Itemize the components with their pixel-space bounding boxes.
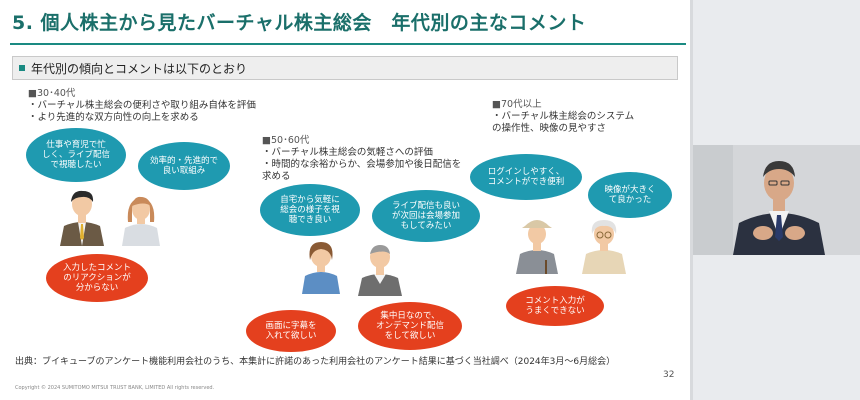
elderly-man-with-cane-icon — [516, 220, 558, 274]
comment-bubble-positive: 仕事や育児で忙 しく、ライブ配信 で視聴したい — [26, 128, 126, 182]
subtitle-text: 年代別の傾向とコメントは以下のとおり — [31, 62, 248, 76]
group-50-60: ■50･60代 ・バーチャル株主総会の気軽さへの評価 ・時間的な余裕からか、会場… — [262, 135, 461, 183]
man-in-suit-icon — [60, 190, 104, 246]
comment-bubble-positive: 自宅から気軽に 総会の様子を視 聴でき良い — [260, 184, 360, 236]
subtitle-bar: 年代別の傾向とコメントは以下のとおり — [12, 56, 678, 80]
speaker-icon — [693, 145, 860, 255]
comment-bubble-negative: コメント入力が うまくできない — [506, 286, 604, 326]
group-heading: ■30･40代 — [28, 88, 76, 99]
comment-bubble-positive: ライブ配信も良い が次回は会場参加 もしてみたい — [372, 190, 480, 242]
square-bullet-icon — [19, 65, 25, 71]
group-line: ・時間的な余裕からか、会場参加や後日配信を — [262, 159, 462, 170]
group-line: ・より先進的な双方向性の向上を求める — [28, 112, 199, 123]
group-line: ・バーチャル株主総会のシステム — [492, 111, 635, 122]
group-line: ・バーチャル株主総会の気軽さへの評価 — [262, 147, 433, 158]
middle-aged-man-icon — [358, 245, 402, 296]
separator — [690, 0, 693, 400]
group-line: の操作性、映像の見やすさ — [492, 123, 607, 134]
comment-bubble-negative: 集中日なので、 オンデマンド配信 をして欲しい — [358, 302, 462, 350]
speaker-video — [693, 145, 860, 255]
copyright: Copyright © 2024 SUMITOMO MITSUI TRUST B… — [15, 385, 215, 391]
group-70-plus: ■70代以上 ・バーチャル株主総会のシステム の操作性、映像の見やすさ — [492, 99, 634, 135]
woman-icon — [122, 196, 160, 246]
comment-bubble-positive: 効率的・先進的で 良い取組み — [138, 142, 230, 190]
presentation-slide: 5. 個人株主から見たバーチャル株主総会 年代別の主なコメント 年代別の傾向とコ… — [0, 0, 690, 400]
elderly-woman-icon — [582, 220, 626, 274]
group-heading: ■70代以上 — [492, 99, 542, 110]
title-divider — [10, 43, 686, 45]
middle-aged-woman-icon — [302, 242, 340, 294]
group-line: 求める — [262, 171, 291, 182]
group-heading: ■50･60代 — [262, 135, 310, 146]
comment-bubble-positive: ログインしやすく、 コメントができ便利 — [470, 154, 582, 200]
comment-bubble-negative: 入力したコメント のリアクションが 分からない — [46, 254, 148, 302]
page-number: 32 — [663, 370, 675, 380]
group-line: ・バーチャル株主総会の便利さや取り組み自体を評価 — [28, 100, 256, 111]
comment-bubble-negative: 画面に字幕を 入れて欲しい — [246, 310, 336, 352]
group-30-40: ■30･40代 ・バーチャル株主総会の便利さや取り組み自体を評価 ・より先進的な… — [28, 88, 256, 124]
slide-title: 5. 個人株主から見たバーチャル株主総会 年代別の主なコメント — [12, 12, 587, 34]
comment-bubble-positive: 映像が大きく て良かった — [588, 172, 672, 218]
source-note: 出典：ブイキューブのアンケート機能利用会社のうち、本集計に許諾のあった利用会社の… — [15, 357, 616, 367]
